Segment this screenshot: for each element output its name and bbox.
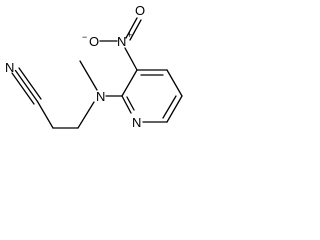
ring-nitro-bond xyxy=(124,47,138,71)
ring-double-c5-c6 xyxy=(162,95,177,119)
molecule-drawing: N N N N + O − O xyxy=(5,3,183,130)
nitrile-n-label: N xyxy=(5,60,14,75)
ch2-amine-bond xyxy=(77,101,95,129)
nitro-double-bond-b xyxy=(129,19,142,41)
nitro-double-bond-a xyxy=(125,17,138,39)
nitrile-triple-bond-2 xyxy=(11,72,35,105)
ring-bond-c2-c3 xyxy=(121,69,138,97)
nitro-n-charge: + xyxy=(127,30,132,40)
ring-bond-c4-c5 xyxy=(166,69,183,97)
ring-bond-c5-c6 xyxy=(166,95,183,123)
nitro-o-right-label: O xyxy=(135,3,145,18)
structure-canvas: N N N N + O − O xyxy=(0,0,231,154)
ring-double-n-c2 xyxy=(126,96,135,111)
amine-methyl-bond xyxy=(79,60,98,91)
nitro-o-left-charge: − xyxy=(82,32,87,42)
pyridine-n-label: N xyxy=(132,115,141,130)
ch2-ch2-bond xyxy=(36,100,54,129)
nitrile-triple-bond-3 xyxy=(18,67,42,100)
amine-n-label: N xyxy=(96,89,105,104)
nitrile-triple-bond-1 xyxy=(14,69,39,103)
nitro-n-label: N xyxy=(117,34,126,49)
nitro-o-left-label: O xyxy=(89,34,99,49)
ring-bond-n-c2 xyxy=(121,95,132,114)
